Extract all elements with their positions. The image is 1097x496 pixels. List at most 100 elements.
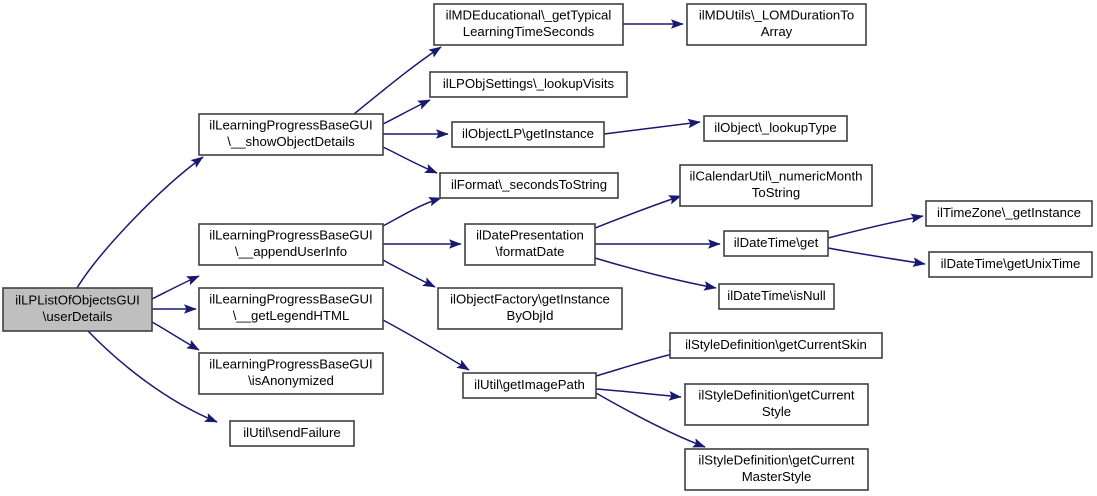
node-label-line: ilUtil\getImagePath: [474, 377, 585, 392]
edge-layer: [76, 19, 926, 448]
graph-node-n22[interactable]: ilDateTime\getUnixTime: [928, 251, 1093, 278]
node-label-line: MasterStyle: [742, 469, 812, 484]
call-edge-n0-to-n4: [151, 321, 200, 351]
call-edge-n10-to-n17: [594, 257, 717, 291]
node-label-line: \__getLegendHTML: [233, 308, 350, 323]
call-edge-n1-to-n6: [353, 46, 442, 115]
node-box[interactable]: [439, 172, 619, 199]
node-label-line: ilObjectFactory\getInstance: [450, 292, 610, 307]
node-box[interactable]: [723, 230, 829, 257]
node-layer: ilLPListOfObjectsGUI\userDetails ilLearni…: [2, 3, 1093, 491]
node-label-line: \__appendUserInfo: [235, 244, 347, 259]
node-box[interactable]: [925, 200, 1093, 227]
graph-node-n9[interactable]: ilFormat\_secondsToString: [439, 172, 619, 199]
call-edge-n8-to-n14: [603, 118, 701, 135]
node-box[interactable]: [679, 164, 873, 207]
node-label-line: ilStyleDefinition\getCurrent: [698, 388, 854, 403]
graph-node-n10[interactable]: ilDatePresentation\formatDate: [464, 223, 596, 266]
node-label-line: ilStyleDefinition\getCurrent: [698, 453, 854, 468]
node-label-line: ilObject\_lookupType: [714, 120, 836, 135]
node-label-line: ilLearningProgressBaseGUI: [209, 357, 372, 372]
node-label-line: \formatDate: [496, 244, 565, 259]
node-label-line: ilFormat\_secondsToString: [451, 177, 607, 192]
node-label-line: ilDateTime\getUnixTime: [941, 256, 1081, 271]
graph-node-n5[interactable]: ilUtil\sendFailure: [229, 420, 355, 447]
node-label-line: ilLearningProgressBaseGUI: [209, 118, 372, 133]
node-box[interactable]: [451, 121, 605, 148]
node-box[interactable]: [198, 287, 384, 330]
graph-node-n16[interactable]: ilDateTime\get: [723, 230, 829, 257]
call-edge-n2-to-n9: [382, 197, 442, 227]
graph-node-n6[interactable]: ilMDEducational\_getTypicalLearningTimeS…: [433, 3, 624, 46]
node-box[interactable]: [669, 332, 883, 359]
graph-node-n21[interactable]: ilTimeZone\_getInstance: [925, 200, 1093, 227]
node-label-line: ilTimeZone\_getInstance: [937, 205, 1081, 220]
node-label-line: LearningTimeSeconds: [463, 24, 595, 39]
node-label-line: ilCalendarUtil\_numericMonth: [690, 169, 863, 184]
node-box[interactable]: [433, 3, 624, 46]
node-box[interactable]: [437, 287, 623, 330]
call-edge-n16-to-n21: [827, 213, 924, 239]
graph-node-n3[interactable]: ilLearningProgressBaseGUI\__getLegendHTM…: [198, 287, 384, 330]
call-edge-n10-to-n15: [594, 195, 682, 229]
node-label-line: ilUtil\sendFailure: [243, 425, 340, 440]
node-box[interactable]: [2, 287, 153, 332]
node-label-line: ilObjectLP\getInstance: [462, 126, 594, 141]
node-box[interactable]: [429, 71, 628, 98]
graph-node-n1[interactable]: ilLearningProgressBaseGUI\__showObjectDe…: [198, 113, 384, 156]
node-label-line: Style: [762, 404, 791, 419]
call-edge-n12-to-n19: [595, 388, 682, 401]
call-edge-n1-to-n7: [382, 99, 431, 125]
node-box[interactable]: [198, 113, 384, 156]
graph-node-n2[interactable]: ilLearningProgressBaseGUI\__appendUserIn…: [198, 223, 384, 266]
call-edge-n0-to-n2: [151, 275, 200, 300]
graph-node-n12[interactable]: ilUtil\getImagePath: [462, 372, 597, 399]
node-label-line: ilLearningProgressBaseGUI: [209, 228, 372, 243]
node-label-line: ilLearningProgressBaseGUI: [209, 292, 372, 307]
call-edge-n2-to-n11: [382, 259, 436, 288]
node-label-line: \userDetails: [43, 309, 113, 324]
node-label-line: \isAnonymized: [248, 373, 334, 388]
graph-node-n0[interactable]: ilLPListOfObjectsGUI\userDetails: [2, 287, 153, 332]
node-box[interactable]: [686, 3, 867, 46]
node-label-line: Array: [761, 24, 793, 39]
node-label-line: ilLPListOfObjectsGUI: [15, 293, 140, 308]
call-edge-n3-to-n12: [382, 319, 470, 371]
call-edge-n0-to-n1: [76, 156, 204, 289]
graph-node-n14[interactable]: ilObject\_lookupType: [703, 115, 848, 142]
node-box[interactable]: [928, 251, 1093, 278]
node-label-line: ilDateTime\isNull: [727, 288, 826, 303]
graph-node-n8[interactable]: ilObjectLP\getInstance: [451, 121, 605, 148]
graph-node-n4[interactable]: ilLearningProgressBaseGUI\isAnonymized: [198, 352, 384, 395]
node-box[interactable]: [198, 352, 384, 395]
call-edge-n1-to-n9: [382, 146, 438, 174]
graph-node-n17[interactable]: ilDateTime\isNull: [718, 283, 835, 310]
node-box[interactable]: [684, 448, 869, 491]
graph-node-n7[interactable]: ilLPObjSettings\_lookupVisits: [429, 71, 628, 98]
node-label-line: ByObjId: [507, 308, 554, 323]
call-edge-n0-to-n5: [87, 330, 218, 423]
node-label-line: ilDatePresentation: [476, 228, 584, 243]
node-box[interactable]: [464, 223, 596, 266]
node-label-line: ilMDEducational\_getTypical: [446, 8, 612, 23]
node-box[interactable]: [198, 223, 384, 266]
node-label-line: ToString: [752, 185, 800, 200]
node-box[interactable]: [718, 283, 835, 310]
node-box[interactable]: [229, 420, 355, 447]
call-edge-n12-to-n18: [595, 349, 682, 377]
node-label-line: ilDateTime\get: [734, 235, 819, 250]
node-box[interactable]: [684, 383, 869, 426]
node-box[interactable]: [703, 115, 848, 142]
node-label-line: ilLPObjSettings\_lookupVisits: [443, 76, 615, 91]
graph-node-n18[interactable]: ilStyleDefinition\getCurrentSkin: [669, 332, 883, 359]
call-edge-n12-to-n20: [595, 392, 706, 448]
node-box[interactable]: [462, 372, 597, 399]
node-label-line: ilStyleDefinition\getCurrentSkin: [685, 337, 867, 352]
